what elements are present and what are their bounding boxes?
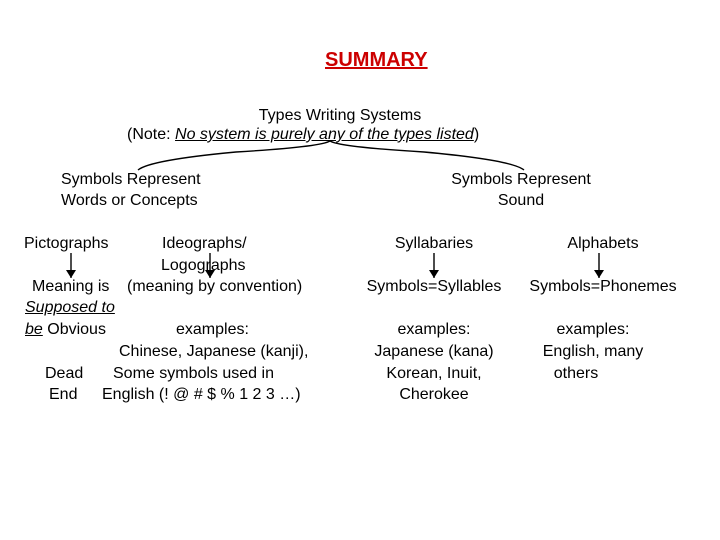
ideographs-ex3: English (! @ # $ % 1 2 3 …) [102,386,301,403]
root-label: Types Writing Systems [258,107,422,124]
branch-words-line1: Symbols Represent [61,171,201,188]
pictographs-dead: Dead [45,365,84,382]
ideographs-meaning: (meaning by convention) [127,278,303,295]
pictographs-end: End [49,386,78,403]
pictographs-supposed: Supposed to [25,299,115,316]
note-close: ) [473,126,480,143]
branch-words-line2: Words or Concepts [61,192,198,209]
pictographs-label: Pictographs [24,235,109,252]
ideographs-ex2: Some symbols used in [113,365,274,382]
pictographs-obvious: be Obvious [25,320,106,340]
ideographs-examples: examples: [176,321,249,338]
pictographs-meaning: Meaning is [32,278,110,295]
root-note: (Note: No system is purely any of the ty… [127,125,479,145]
page-title: SUMMARY [325,49,428,71]
ideographs-ex1: Chinese, Japanese (kanji), [119,343,309,360]
ideographs-line2: Logographs [161,257,246,274]
brace-curve [137,140,525,171]
syllabaries-rule: Symbols=Syllables [366,278,502,295]
syllabaries-ex2: Korean, Inuit, [386,365,482,382]
syllabaries-ex3: Cherokee [399,386,469,403]
ideographs-line1: Ideographs/ [162,235,247,252]
alphabets-rule: Symbols=Phonemes [529,278,677,295]
note-body: No system is purely any of the types lis… [175,126,474,143]
pictographs-obvious-text: Obvious [42,321,106,338]
branch-sound-line2: Sound [497,192,545,209]
alphabets-ex2: others [553,365,599,382]
syllabaries-ex1: Japanese (kana) [374,343,494,360]
pictographs-be: be [25,321,43,338]
note-open: (Note: [127,126,176,143]
alphabets-examples: examples: [556,321,630,338]
syllabaries-label: Syllabaries [394,235,474,252]
alphabets-ex1: English, many [542,343,644,360]
alphabets-label: Alphabets [567,235,639,252]
syllabaries-examples: examples: [397,321,471,338]
branch-sound-line1: Symbols Represent [451,171,591,188]
